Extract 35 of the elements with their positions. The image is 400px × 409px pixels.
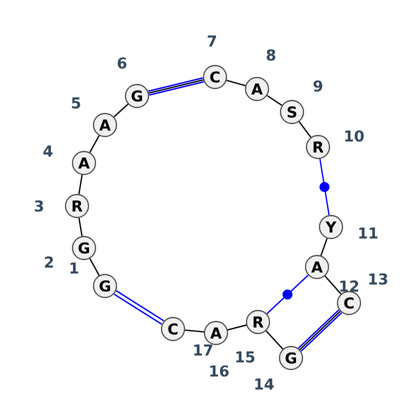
position-number: 16 [210, 365, 229, 377]
position-number: 12 [340, 280, 358, 292]
position-number: 9 [314, 80, 322, 92]
base-pair-line [148, 77, 204, 96]
position-number: 14 [255, 378, 274, 390]
position-number: 2 [44, 256, 53, 268]
position-number: 11 [359, 228, 378, 238]
backbone-line [266, 95, 282, 106]
base-pair-line [114, 290, 164, 325]
backbone-line [184, 329, 204, 333]
backbone-line [298, 121, 312, 138]
backbone-line [324, 276, 342, 294]
position-number: 10 [345, 130, 364, 142]
position-number: 17 [194, 344, 212, 356]
backbone-line [228, 324, 246, 331]
backbone-line [78, 218, 83, 236]
backbone-line [89, 258, 100, 276]
position-number: 13 [369, 273, 388, 285]
position-number: 6 [118, 57, 126, 69]
position-number: 7 [208, 36, 216, 46]
position-number: 1 [70, 262, 78, 274]
backbone-line [78, 174, 83, 194]
base-pair-line [298, 309, 342, 352]
base-pair-line [266, 274, 309, 314]
position-number: 15 [236, 351, 254, 363]
position-number: 4 [43, 146, 53, 156]
position-number: 5 [72, 97, 80, 109]
base-pair-line [319, 158, 330, 216]
position-number: 8 [266, 49, 276, 61]
backbone-line [89, 135, 100, 153]
backbone-line [226, 80, 246, 86]
backbone-line [266, 330, 284, 350]
backbone-line [114, 104, 128, 118]
backbone-line [320, 238, 328, 256]
position-number: 3 [34, 200, 44, 212]
